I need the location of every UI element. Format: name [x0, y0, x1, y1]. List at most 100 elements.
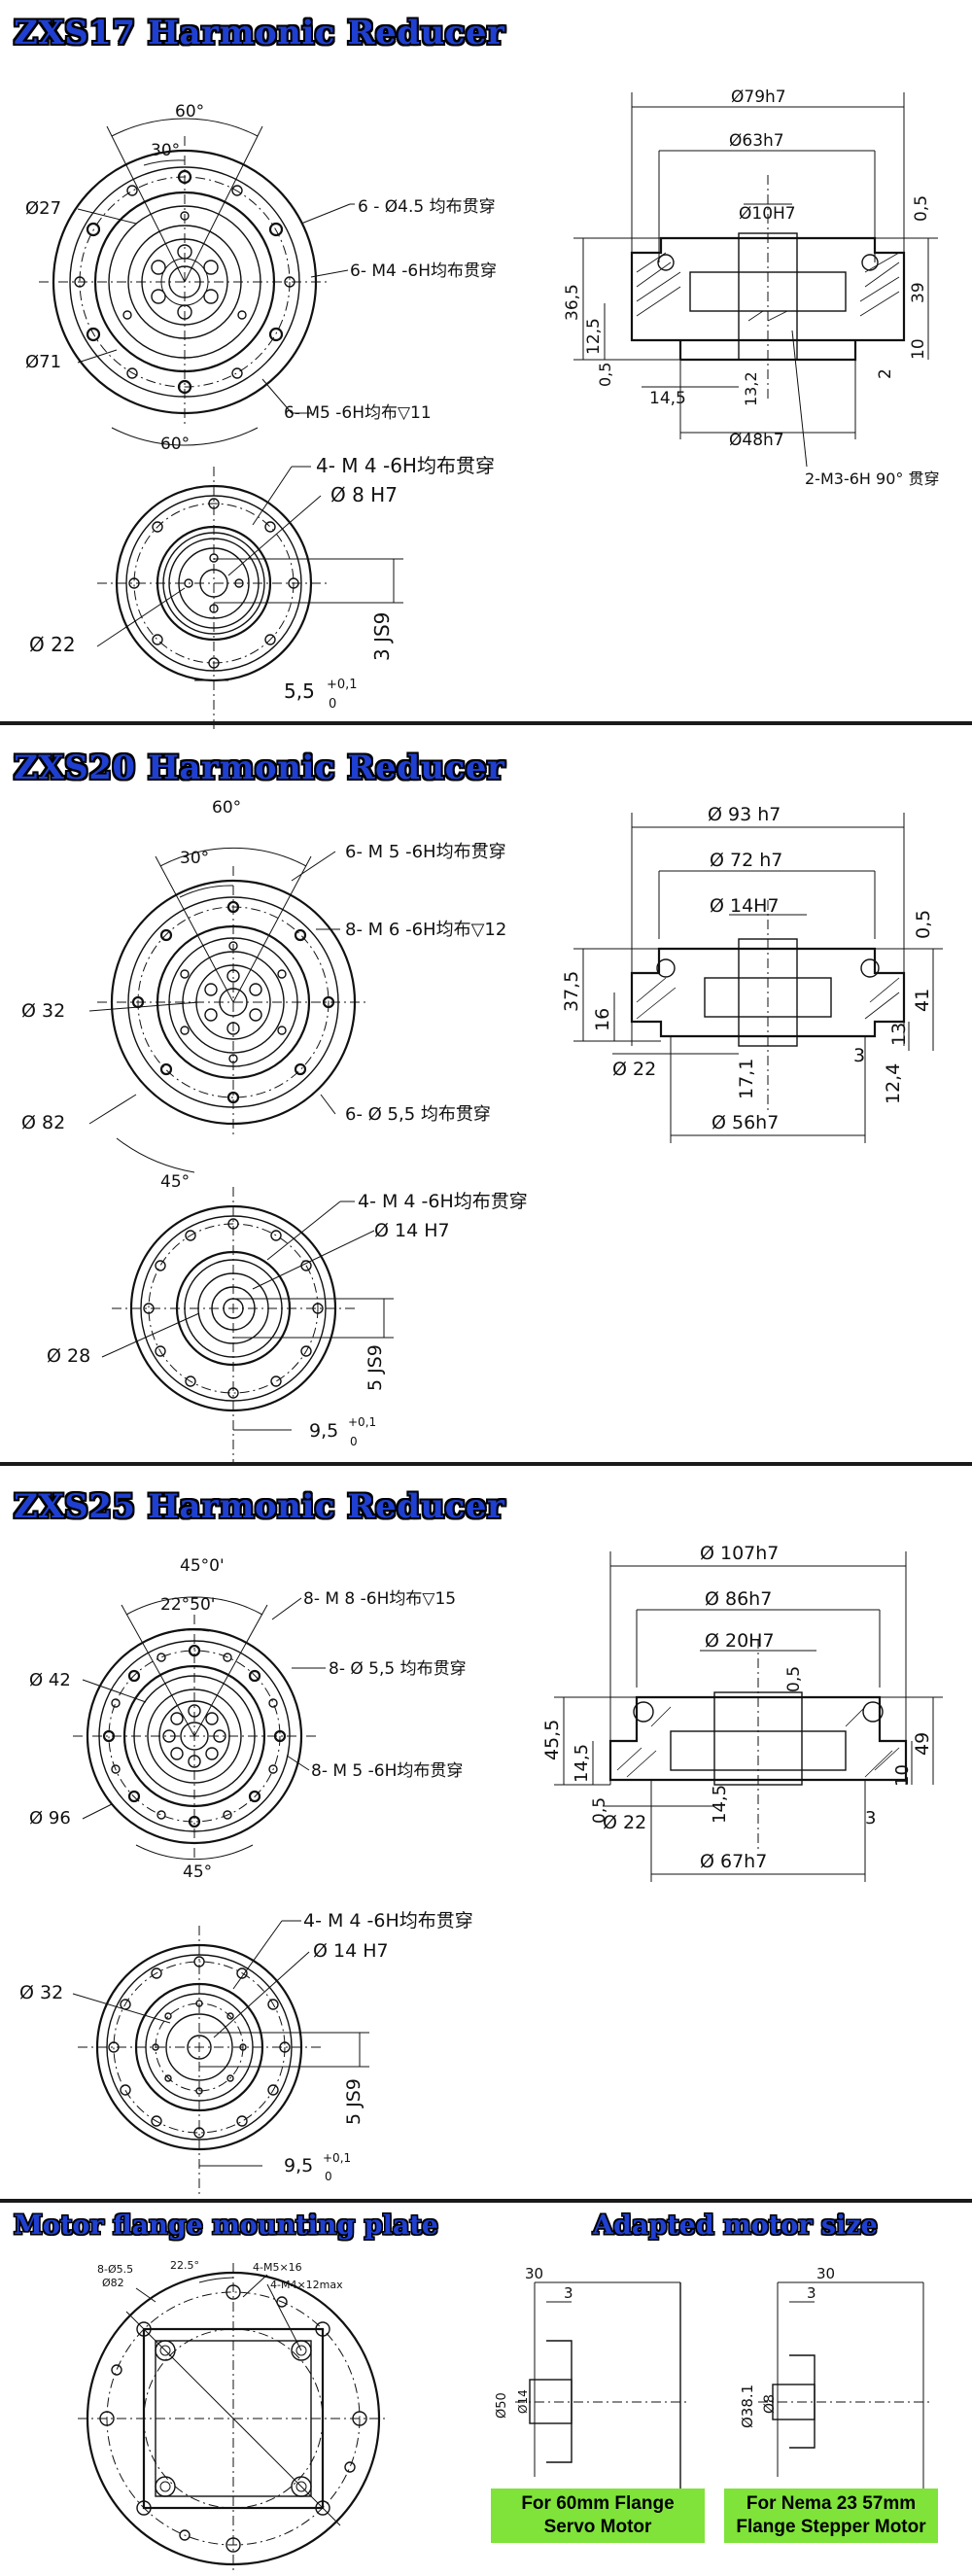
zxs20-rear-hole: 4- M 4 -6H均布贯穿	[358, 1191, 528, 1212]
stepper-label-line1: For Nema 23 57mm	[746, 2493, 917, 2514]
zxs25-d-left-bottom: Ø 96	[29, 1808, 71, 1828]
zxs25-d-bore: Ø 20H7	[705, 1630, 775, 1652]
zxs20-h-left: 16	[592, 1008, 613, 1031]
zxs25-h-total: 45,5	[541, 1720, 563, 1760]
zxs25-angle-inner: 22°50'	[160, 1595, 215, 1615]
zxs25-h-left: 14,5	[572, 1744, 592, 1783]
flange-hole-c: 4-M4×12max	[270, 2279, 343, 2291]
flange-hole-a: 8-Ø5.5	[97, 2263, 133, 2276]
zxs17-gap-top: 0,5	[912, 195, 931, 222]
zxs25-rear-tol-down: 0	[325, 2170, 332, 2183]
stepper-d-shaft: Ø8	[762, 2394, 778, 2414]
zxs20-h-bottom: 12,4	[883, 1063, 904, 1104]
zxs20-d-bottom: Ø 56h7	[712, 1112, 779, 1133]
zxs17-rear-tol-down: 0	[329, 697, 336, 712]
zxs20-section: ZXS20 Harmonic Reducer	[0, 735, 972, 1464]
servo-d-shaft: Ø14	[516, 2389, 530, 2414]
zxs20-front-view: 60° 30° 45° Ø 32 Ø 82	[21, 798, 369, 1192]
zxs25-rear-d-left: Ø 32	[19, 1982, 63, 2003]
zxs25-d-outer: Ø 107h7	[700, 1543, 779, 1564]
zxs17-side-view: Ø79h7 Ø63h7 Ø10H7 0,5 36,5 12,5 0,5 14,5	[563, 87, 939, 488]
zxs20-d-left: Ø 22	[612, 1059, 656, 1080]
zxs20-side-view: Ø 93 h7 Ø 72 h7 Ø 14H7 0,5 37,5 16 41 13…	[561, 804, 943, 1143]
zxs17-h-small: 10	[909, 338, 928, 360]
zxs25-rear-offset: 9,5	[284, 2155, 313, 2176]
bottom-section: Motor flange mounting plate Adapted moto…	[0, 2205, 972, 2576]
zxs17-rear-view: 4- M 4 -6H均布贯穿 Ø 8 H7 Ø 22 3 JS9 5,5 +0,…	[29, 454, 495, 729]
servo-motor-drawing: 30 3 Ø50 Ø14	[495, 2265, 690, 2506]
servo-label-line2: Servo Motor	[543, 2517, 652, 2537]
zxs17-section: ZXS17 Harmonic Reducer	[0, 0, 972, 729]
zxs20-h-small: 13	[888, 1023, 910, 1046]
zxs20-front-callouts: 6- M 5 -6H均布贯穿 8- M 6 -6H均布▽12 6- Ø 5,5 …	[291, 842, 506, 1125]
zxs17-angle-inner: 30°	[151, 141, 180, 160]
zxs17-rear-hole: 4- M 4 -6H均布贯穿	[316, 454, 495, 477]
zxs25-d-left-top: Ø 42	[29, 1670, 71, 1690]
zxs20-rear-d-left: Ø 28	[47, 1345, 90, 1367]
zxs17-rear-d-left: Ø 22	[29, 633, 76, 656]
zxs25-gap-left: 0,5	[590, 1797, 609, 1824]
divider-1	[0, 721, 972, 725]
zxs17-thread: 2-M3-6H 90° 贯穿	[805, 470, 939, 488]
zxs25-rear-view: 4- M 4 -6H均布贯穿 Ø 14 H7 Ø 32 5 JS9 9,5 +0…	[19, 1910, 473, 2198]
zxs17-h-total: 36,5	[563, 284, 582, 321]
zxs20-angle-outer: 60°	[212, 798, 241, 818]
zxs17-gap-left: 0,5	[596, 363, 614, 387]
flange-drawing: 8-Ø5.5 Ø82 22.5° 4-M5×16 4-M4×12max	[78, 2259, 389, 2574]
zxs17-d-left-top: Ø27	[25, 198, 61, 219]
zxs17-front-view: 60° 30° 60° Ø27 Ø71	[25, 102, 330, 454]
zxs20-angle-inner: 30°	[180, 849, 209, 868]
zxs25-rear-tol-up: +0,1	[323, 2151, 351, 2165]
zxs25-w-right: 3	[865, 1808, 876, 1828]
zxs20-d-bore: Ø 14H7	[710, 895, 780, 917]
stepper-label-line2: Flange Stepper Motor	[736, 2517, 926, 2537]
zxs20-h-center: 17,1	[736, 1059, 757, 1099]
servo-d-flange: Ø50	[495, 2392, 509, 2419]
zxs17-angle-bottom: 60°	[160, 435, 190, 454]
zxs20-hole-1: 6- M 5 -6H均布贯穿	[345, 842, 506, 862]
zxs17-title: ZXS17 Harmonic Reducer	[14, 14, 505, 52]
zxs17-h-right: 39	[909, 282, 928, 303]
zxs20-rear-bore: Ø 14 H7	[374, 1220, 450, 1241]
zxs25-rear-key: 5 JS9	[343, 2078, 364, 2125]
zxs17-hole-1: 6 - Ø4.5 均布贯穿	[358, 197, 496, 217]
stepper-d-flange: Ø38.1	[739, 2385, 756, 2428]
zxs17-rear-offset: 5,5	[284, 679, 315, 703]
zxs20-hole-2: 8- M 6 -6H均布▽12	[345, 920, 506, 940]
flange-hole-b: 4-M5×16	[253, 2261, 302, 2274]
zxs20-rear-view: 4- M 4 -6H均布贯穿 Ø 14 H7 Ø 28 5 JS9 9,5 +0…	[47, 1187, 528, 1464]
zxs20-d-mid: Ø 72 h7	[710, 850, 782, 871]
servo-len: 30	[525, 2265, 543, 2282]
flange-angle: 22.5°	[170, 2259, 199, 2272]
zxs25-hole-1: 8- M 8 -6H均布▽15	[303, 1589, 456, 1609]
zxs20-title: ZXS20 Harmonic Reducer	[14, 748, 505, 787]
stepper-label: For Nema 23 57mm Flange Stepper Motor	[724, 2489, 938, 2543]
zxs20-gap-top: 0,5	[913, 910, 934, 939]
zxs25-d-bottom: Ø 67h7	[700, 1851, 767, 1872]
zxs20-rear-tol-down: 0	[350, 1435, 358, 1448]
zxs20-w-right: 3	[853, 1045, 865, 1066]
zxs20-angle-bottom: 45°	[160, 1172, 190, 1192]
zxs17-w-left: 14,5	[649, 389, 686, 408]
zxs17-front-callouts: 6 - Ø4.5 均布贯穿 6- M4 -6H均布贯穿 6- M5 -6H均布▽…	[261, 197, 497, 423]
zxs17-h-left: 12,5	[584, 318, 604, 355]
zxs25-section: ZXS25 Harmonic Reducer	[0, 1474, 972, 2198]
servo-step: 3	[564, 2284, 573, 2302]
zxs20-h-right: 41	[912, 989, 933, 1012]
divider-2	[0, 1462, 972, 1466]
zxs25-d-left: Ø 22	[603, 1812, 646, 1833]
zxs17-d-bottom: Ø48h7	[729, 431, 784, 450]
zxs25-h-right: 49	[912, 1732, 933, 1756]
zxs25-title: ZXS25 Harmonic Reducer	[14, 1487, 505, 1526]
zxs17-d-outer: Ø79h7	[731, 87, 786, 107]
flange-title: Motor flange mounting plate	[14, 2210, 438, 2241]
zxs20-d-left-top: Ø 32	[21, 1000, 65, 1022]
motor-title: Adapted motor size	[593, 2210, 878, 2241]
zxs25-gap-top: 0,5	[784, 1666, 804, 1692]
zxs20-rear-offset: 9,5	[309, 1420, 338, 1442]
zxs25-hole-3: 8- M 5 -6H均布贯穿	[311, 1761, 463, 1781]
zxs17-d-bore: Ø10H7	[739, 204, 796, 224]
stepper-step: 3	[807, 2284, 816, 2302]
zxs20-hole-3: 6- Ø 5,5 均布贯穿	[345, 1104, 491, 1125]
zxs25-angle-bottom: 45°	[183, 1862, 212, 1882]
